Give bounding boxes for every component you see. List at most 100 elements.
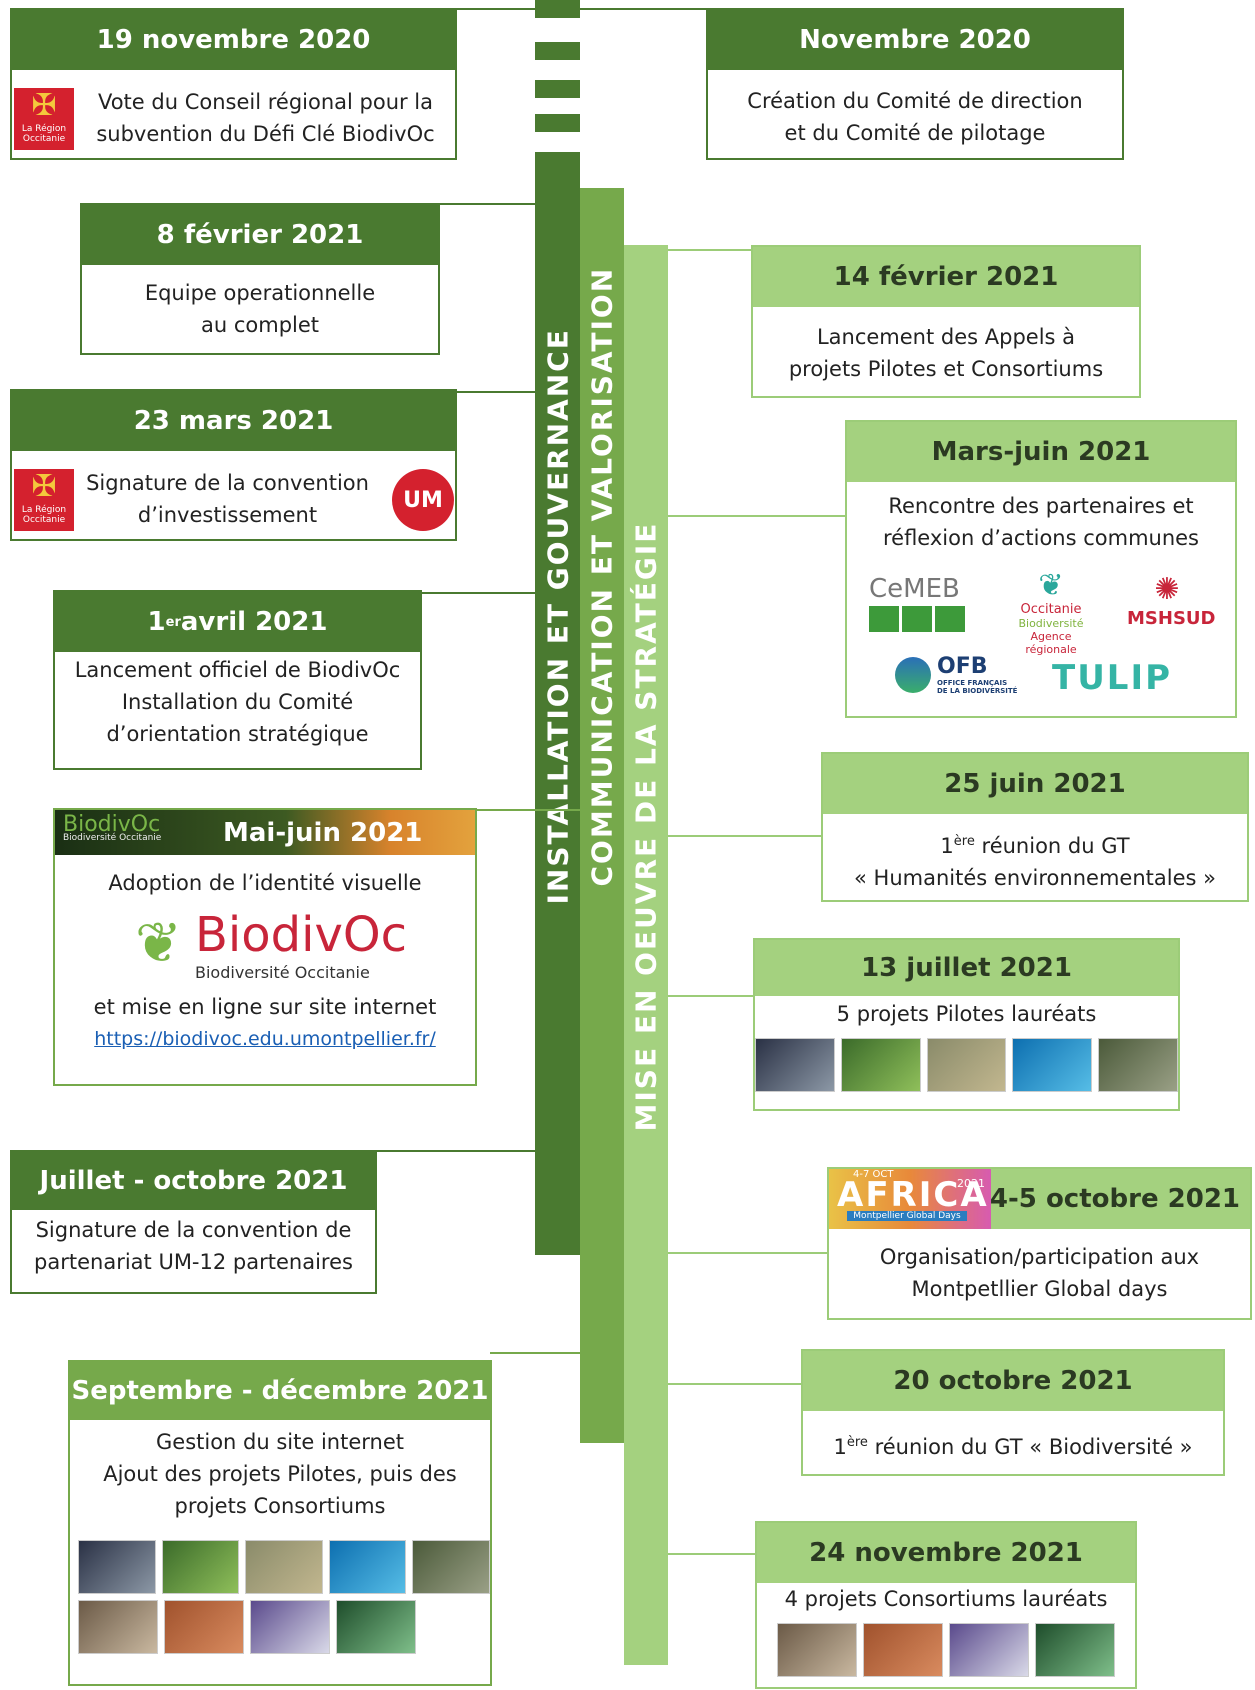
event-date: Septembre - décembre 2021 (70, 1362, 490, 1420)
event-novembre-2020: Novembre 2020 Création du Comité de dire… (706, 8, 1124, 160)
occitanie-biodiversite-logo: ❦ Occitanie Biodiversité Agence régional… (1018, 568, 1084, 657)
band-label-strategie: MISE EN OEUVRE DE LA STRATÉGIE (629, 521, 663, 1132)
band-top-dash-2 (535, 42, 580, 60)
connector (668, 995, 754, 997)
project-photo (245, 1540, 323, 1594)
event-text-line: 1ère réunion du GT (940, 834, 1130, 858)
event-text-line: Gestion du site internet (156, 1430, 404, 1454)
connector (376, 1150, 536, 1152)
event-24-novembre-2021: 24 novembre 2021 4 projets Consortiums l… (755, 1521, 1137, 1689)
biodivoc-banner: BiodivOc Biodiversité Occitanie Mai-juin… (55, 810, 475, 855)
event-text-line: Signature de la convention (86, 471, 369, 495)
project-photo (840, 1038, 921, 1092)
event-date: Novembre 2020 (708, 10, 1122, 70)
africa-global-days-banner: 4-7 OCT AFRICA 2021 Montpellier Global D… (829, 1169, 991, 1229)
connector (668, 249, 752, 251)
event-25-juin-2021: 25 juin 2021 1ère réunion du GT « Humani… (821, 752, 1249, 902)
project-photo (863, 1623, 943, 1677)
tulip-logo: TULIP (1052, 658, 1173, 698)
event-date: 4-5 octobre 2021 (989, 1184, 1240, 1214)
mshsud-logo: ✺ MSHSUD (1127, 572, 1216, 629)
event-text-line: Equipe operationnelle (144, 281, 376, 305)
connector (438, 203, 536, 205)
connector (420, 592, 536, 594)
band-strategie (624, 245, 668, 1665)
event-text-line: Lancement des Appels à (816, 325, 1076, 349)
band-label-gouvernance: INSTALLATION ET GOUVERNANCE (541, 328, 575, 905)
connector (455, 391, 537, 393)
event-header: 4-7 OCT AFRICA 2021 Montpellier Global D… (829, 1169, 1250, 1229)
band-top-dash-4 (535, 114, 580, 132)
event-text-line: partenariat UM-12 partenaires (34, 1250, 353, 1274)
event-date: 20 octobre 2021 (803, 1351, 1223, 1411)
project-photo (1035, 1623, 1115, 1677)
event-date: 23 mars 2021 (12, 391, 455, 451)
event-date: 13 juillet 2021 (755, 940, 1178, 996)
event-text-line: et du Comité de pilotage (784, 121, 1046, 145)
event-text-line: Adoption de l’identité visuelle (108, 871, 422, 895)
connector (668, 515, 846, 517)
event-date: Mars-juin 2021 (847, 422, 1235, 482)
connector (490, 1352, 581, 1354)
event-text-line: Ajout des projets Pilotes, puis des (103, 1462, 457, 1486)
event-text-line: Organisation/participation aux (879, 1245, 1200, 1269)
connector (580, 8, 706, 10)
website-link[interactable]: https://biodivoc.edu.umontpellier.fr/ (94, 1028, 436, 1050)
band-label-communication: COMMUNICATION ET VALORISATION (585, 266, 619, 887)
band-gouvernance (535, 152, 580, 1255)
event-text-line: 5 projets Pilotes lauréats (836, 1002, 1097, 1026)
event-text-line: Lancement officiel de BiodivOc (74, 658, 401, 682)
event-text-line: Montpetllier Global days (911, 1277, 1168, 1301)
event-date: 14 février 2021 (753, 247, 1139, 307)
connector (668, 835, 822, 837)
project-photo (328, 1540, 407, 1594)
event-text-line: Installation du Comité (121, 690, 354, 714)
project-photo (164, 1600, 244, 1654)
event-text-line: 4 projets Consortiums lauréats (784, 1587, 1108, 1611)
event-text-line: d’orientation stratégique (106, 722, 369, 746)
project-photo (777, 1623, 857, 1677)
connector (668, 1252, 828, 1254)
connector (668, 1383, 802, 1385)
universite-montpellier-logo: UM (392, 469, 454, 531)
event-date: Mai-juin 2021 (223, 818, 423, 848)
event-text-line: Vote du Conseil régional pour la (97, 90, 434, 114)
project-photo (755, 1038, 835, 1092)
band-top-dash-1 (535, 0, 580, 18)
event-text-line: Signature de la convention de (35, 1218, 352, 1242)
event-date: 25 juin 2021 (823, 754, 1247, 814)
band-top-dash-3 (535, 80, 580, 98)
event-date: 8 février 2021 (82, 205, 438, 265)
event-text-line: projets Consortiums (174, 1494, 386, 1518)
event-text-line: « Humanités environnementales » (854, 866, 1216, 890)
event-text-line: Création du Comité de direction (747, 89, 1083, 113)
event-mai-juin-2021: BiodivOc Biodiversité Occitanie Mai-juin… (53, 808, 477, 1086)
event-text-line: et mise en ligne sur site internet (93, 995, 437, 1019)
event-13-juillet-2021: 13 juillet 2021 5 projets Pilotes lauréa… (753, 938, 1180, 1111)
project-photo (78, 1540, 156, 1594)
event-text-line: au complet (200, 313, 320, 337)
connector (455, 8, 537, 10)
event-date: 24 novembre 2021 (757, 1523, 1135, 1583)
cemeb-logo: CeMEB (869, 574, 979, 632)
project-photo (161, 1540, 240, 1594)
biodivoc-logo: ❦ BiodivOc Biodiversité Occitanie (135, 907, 408, 982)
event-20-octobre-2021: 20 octobre 2021 1ère réunion du GT « Bio… (801, 1349, 1225, 1476)
event-text-line: subvention du Défi Clé BiodivOc (96, 122, 435, 146)
event-14-fevrier-2021: 14 février 2021 Lancement des Appels à p… (751, 245, 1141, 398)
project-photo (926, 1038, 1007, 1092)
project-photo (1098, 1038, 1178, 1092)
ofb-logo: OFB OFFICE FRANÇAIS DE LA BIODIVERSITÉ (895, 654, 1017, 695)
project-photo (412, 1540, 490, 1594)
band-communication (580, 188, 624, 1443)
event-text-line: d’investissement (137, 503, 318, 527)
event-mars-juin-2021: Mars-juin 2021 Rencontre des partenaires… (845, 420, 1237, 718)
project-photo (949, 1623, 1029, 1677)
connector (475, 809, 581, 811)
project-photo (250, 1600, 330, 1654)
project-photo (1012, 1038, 1093, 1092)
